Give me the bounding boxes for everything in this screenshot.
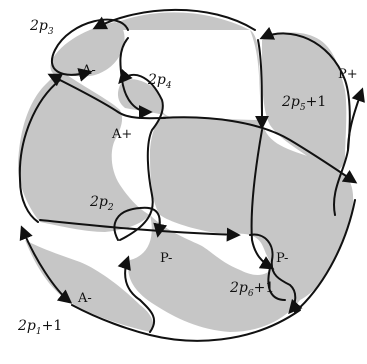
- strand-middle-right: [250, 129, 275, 270]
- twist-label-p3: 2p3: [29, 18, 54, 37]
- twist-label-p4: 2p4: [147, 72, 172, 91]
- twist-label-p1: 2p1+1: [17, 318, 62, 337]
- strand-p2-horizontal: [39, 219, 241, 242]
- strand-center-long: [161, 116, 358, 184]
- strand-p6-loop: [249, 233, 303, 315]
- shaded-regions: [18, 12, 354, 332]
- sign-label-a-plus: A+: [111, 127, 132, 142]
- knot-strands: [18, 8, 365, 342]
- diagram-labels: 2p3 A- 2p4 A+ P+ 2p5+1 2p2 P- P- 2p6+1 A…: [17, 18, 358, 337]
- sign-label-p-minus-center: P-: [160, 251, 172, 266]
- strand-left-outer: [18, 79, 61, 223]
- strand-vertical-right: [254, 39, 269, 130]
- sign-label-a-minus-top: A-: [81, 63, 96, 78]
- twist-label-p2: 2p2: [89, 194, 114, 213]
- sign-label-a-minus-bottom: A-: [77, 291, 92, 306]
- twist-label-p6: 2p6+1: [229, 280, 274, 299]
- strand-right-outer: [294, 199, 356, 313]
- strand-bottom-left-vertical: [19, 225, 73, 304]
- strand-a-minus-bottom: [117, 255, 156, 333]
- shaded-region-top-left: [50, 22, 125, 77]
- strand-bottom-arc: [71, 304, 301, 342]
- shaded-region-bottom: [128, 215, 300, 332]
- strand-top-left-loop: [50, 18, 129, 82]
- strand-p-plus-return: [333, 87, 365, 216]
- sign-label-p-minus-right: P-: [276, 251, 288, 266]
- twist-label-p5: 2p5+1: [281, 94, 326, 113]
- shaded-region-main: [100, 12, 354, 300]
- sign-label-p-plus: P+: [338, 67, 358, 82]
- strand-p6-return: [267, 267, 286, 301]
